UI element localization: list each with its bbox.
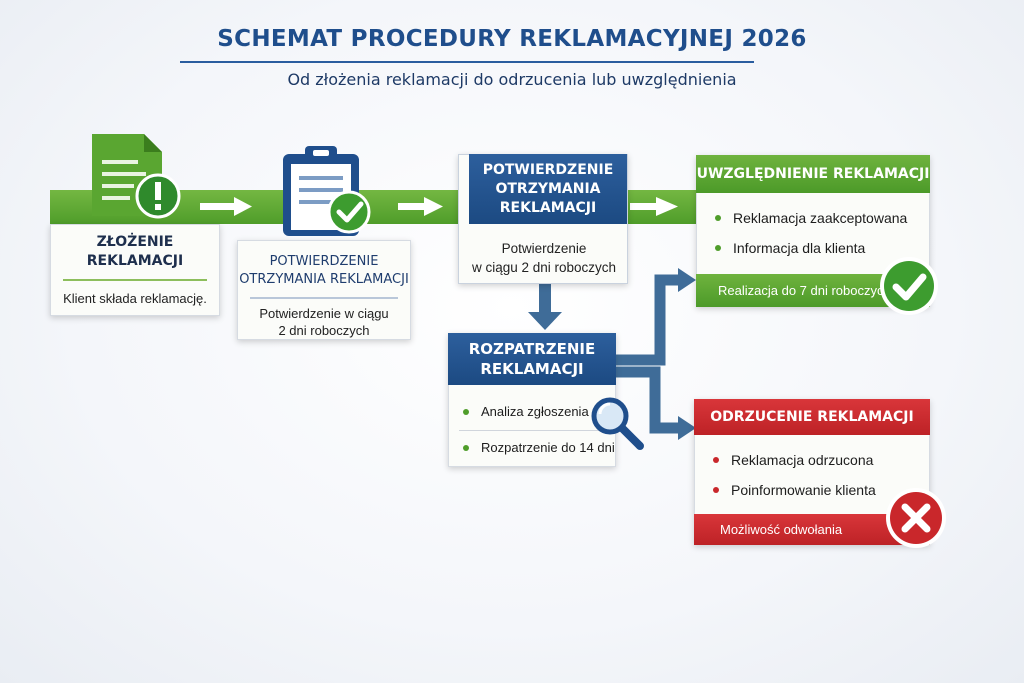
- step-uwzglednienie-bullet-2: Informacja dla klienta: [715, 240, 865, 256]
- step-rozpatrzenie-bullet-1: Analiza zgłoszenia: [463, 404, 589, 419]
- check-circle-icon: [880, 257, 938, 315]
- branch-arrow-down-head: [678, 416, 696, 440]
- step-potwierdzenie-2-title-2: OTRZYMANIA: [495, 181, 601, 197]
- step-zlozenie-card: ZŁOŻENIE REKLAMACJI Klient składa reklam…: [50, 224, 220, 316]
- step-rozpatrzenie: ROZPATRZENIE REKLAMACJI Analiza zgłoszen…: [448, 333, 616, 467]
- bullet-text: Rozpatrzenie do 14 dni: [481, 440, 615, 455]
- step-uwzglednienie-footer-text: Realizacja do 7 dni roboczych: [718, 283, 891, 298]
- bullet-text: Poinformowanie klienta: [731, 482, 876, 498]
- page-subtitle: Od złożenia reklamacji do odrzucenia lub…: [287, 70, 737, 89]
- band-arrow-2: [398, 197, 443, 216]
- down-arrow: [528, 284, 562, 330]
- step-potwierdzenie-2-header: POTWIERDZENIE OTRZYMANIA REKLAMACJI: [469, 154, 627, 224]
- step-odrzucenie-title: ODRZUCENIE REKLAMACJI: [710, 409, 914, 425]
- bullet-text: Informacja dla klienta: [733, 240, 866, 256]
- step-zlozenie: ZŁOŻENIE REKLAMACJI Klient składa reklam…: [50, 130, 220, 320]
- step-zlozenie-title-2: REKLAMACJI: [86, 253, 184, 269]
- step-zlozenie-divider: [63, 279, 207, 281]
- step-potwierdzenie-2-title-3: REKLAMACJI: [499, 200, 597, 216]
- step-potwierdzenie-1-text-1: Potwierdzenie w ciągu: [259, 306, 389, 321]
- bullet-dot: [713, 487, 719, 493]
- step-zlozenie-text: Klient składa reklamację.: [63, 291, 207, 306]
- bullet-dot: [715, 245, 721, 251]
- step-potwierdzenie-1: POTWIERDZENIE OTRZYMANIA REKLAMACJI Potw…: [237, 146, 411, 341]
- step-rozpatrzenie-title-2: REKLAMACJI: [480, 360, 584, 378]
- step-rozpatrzenie-bullet-2: Rozpatrzenie do 14 dni: [463, 440, 615, 455]
- step-odrzucenie-header: ODRZUCENIE REKLAMACJI: [694, 399, 930, 435]
- step-zlozenie-title-1: ZŁOŻENIE: [96, 234, 174, 250]
- page-title: SCHEMAT PROCEDURY REKLAMACYJNEJ 2026: [217, 26, 807, 52]
- bullet-text: Reklamacja zaakceptowana: [733, 210, 908, 226]
- step-odrzucenie-bullet-2: Poinformowanie klienta: [713, 482, 876, 498]
- bullet-dot: [463, 444, 469, 451]
- bullet-dot: [713, 457, 719, 463]
- step-potwierdzenie-1-divider: [250, 297, 398, 299]
- step-potwierdzenie-2-text-1: Potwierdzenie: [501, 241, 587, 256]
- bullet-dot: [715, 215, 721, 221]
- step-potwierdzenie-1-title-1: POTWIERDZENIE: [269, 254, 379, 269]
- clipboard-check-icon: [283, 146, 371, 236]
- bullet-divider: [459, 430, 605, 431]
- step-uwzglednienie-header: UWZGLĘDNIENIE REKLAMACJI: [696, 155, 930, 193]
- step-potwierdzenie-1-title-2: OTRZYMANIA REKLAMACJI: [239, 272, 409, 287]
- step-uwzglednienie-title: UWZGLĘDNIENIE REKLAMACJI: [696, 166, 930, 182]
- step-potwierdzenie-2-title-1: POTWIERDZENIE: [482, 162, 614, 178]
- bullet-text: Analiza zgłoszenia: [481, 404, 589, 419]
- step-rozpatrzenie-header: ROZPATRZENIE REKLAMACJI: [448, 333, 616, 385]
- document-warning-icon: [92, 134, 181, 219]
- bullet-text: Reklamacja odrzucona: [731, 452, 874, 468]
- step-odrzucenie-footer-text: Możliwość odwołania: [720, 522, 843, 537]
- title-divider: [180, 61, 754, 63]
- x-circle-icon: [886, 488, 946, 548]
- magnifier-icon: [591, 397, 644, 450]
- branch-arrow-up-head: [678, 268, 696, 292]
- band-arrow-1: [200, 197, 252, 216]
- step-uwzglednienie-bullet-1: Reklamacja zaakceptowana: [715, 210, 907, 226]
- step-potwierdzenie-2-text-2: w ciągu 2 dni roboczych: [471, 260, 617, 275]
- step-odrzucenie-bullet-1: Reklamacja odrzucona: [713, 452, 873, 468]
- bullet-dot: [463, 408, 469, 415]
- step-potwierdzenie-1-text-2: 2 dni roboczych: [278, 323, 370, 338]
- branch-connector: [614, 274, 680, 434]
- step-rozpatrzenie-title-1: ROZPATRZENIE: [468, 340, 596, 358]
- step-potwierdzenie-1-card: POTWIERDZENIE OTRZYMANIA REKLAMACJI Potw…: [237, 240, 411, 340]
- step-potwierdzenie-2: POTWIERDZENIE OTRZYMANIA REKLAMACJI Potw…: [458, 154, 628, 284]
- band-arrow-3: [630, 197, 678, 216]
